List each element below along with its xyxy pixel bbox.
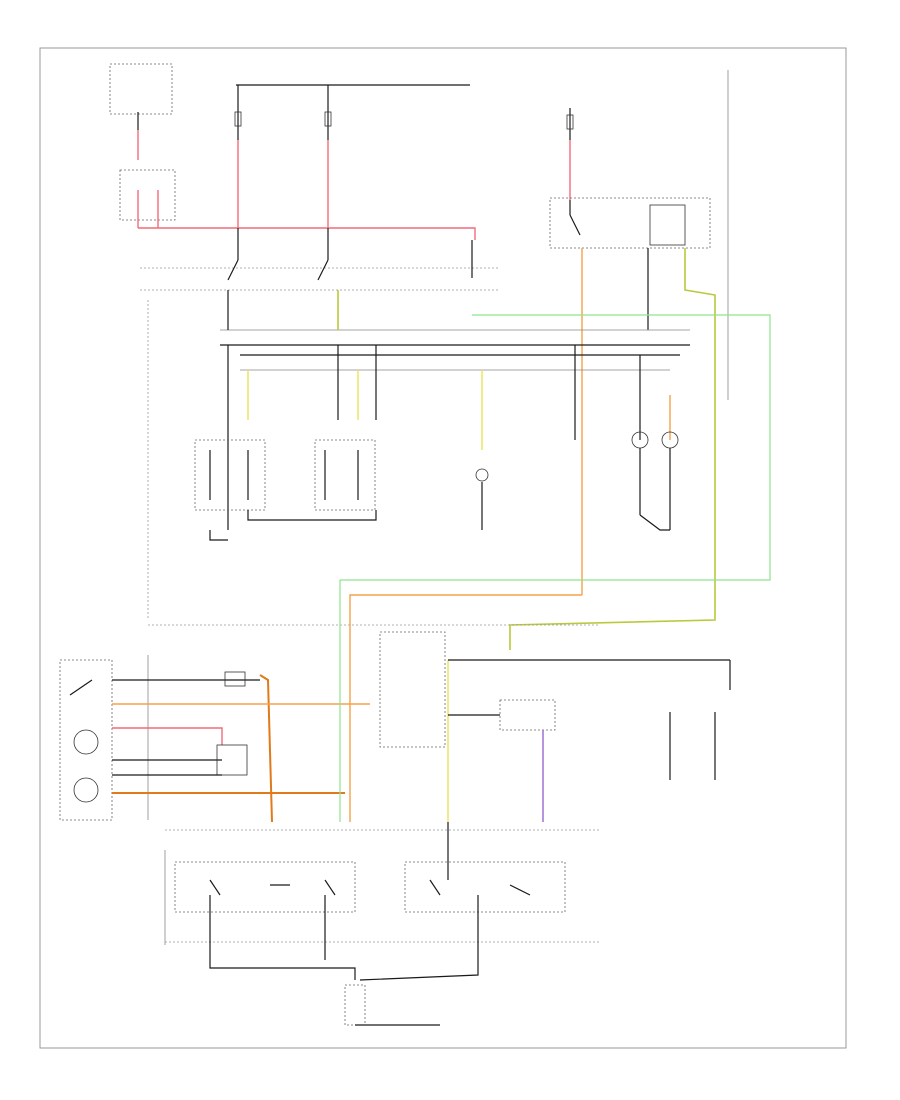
- lower-left-switch[interactable]: [174, 861, 356, 960]
- right-relay-block: [509, 70, 729, 650]
- diagram-frame: [39, 47, 847, 1049]
- orange-wire-long: [349, 594, 582, 822]
- top-left-module: [109, 63, 173, 160]
- left-lamp-2: [314, 439, 376, 511]
- pink-bus: [138, 227, 476, 240]
- green-wire-1: [340, 314, 771, 581]
- right-lamp-2: [661, 431, 679, 530]
- bottom-connector: [344, 984, 440, 1026]
- right-grounds: [669, 712, 716, 780]
- fuse-1: [234, 85, 242, 228]
- multifunction-relay: [448, 699, 556, 822]
- left-connector-box: [119, 169, 176, 228]
- fuse-2: [324, 85, 332, 228]
- lower-right-switch[interactable]: [404, 822, 566, 960]
- right-lamp-1: [631, 431, 649, 515]
- left-lamp-1: [194, 439, 266, 511]
- fuse-3: [566, 108, 574, 200]
- mid-lamp: [475, 468, 489, 530]
